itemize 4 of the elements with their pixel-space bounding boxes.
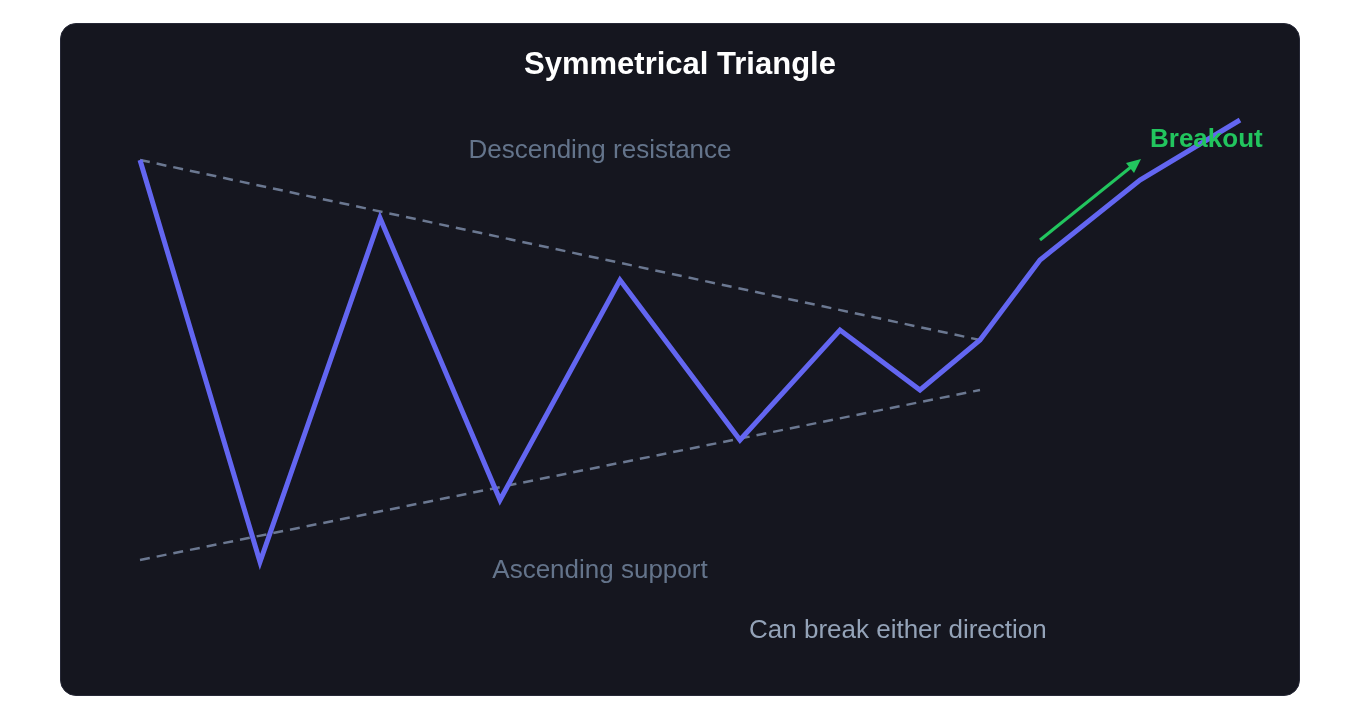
- chart-title: Symmetrical Triangle: [524, 46, 836, 82]
- trendline-label: Ascending support: [492, 555, 708, 585]
- trendline-label: Descending resistance: [468, 135, 732, 165]
- note-text: Can break either direction: [749, 615, 1047, 645]
